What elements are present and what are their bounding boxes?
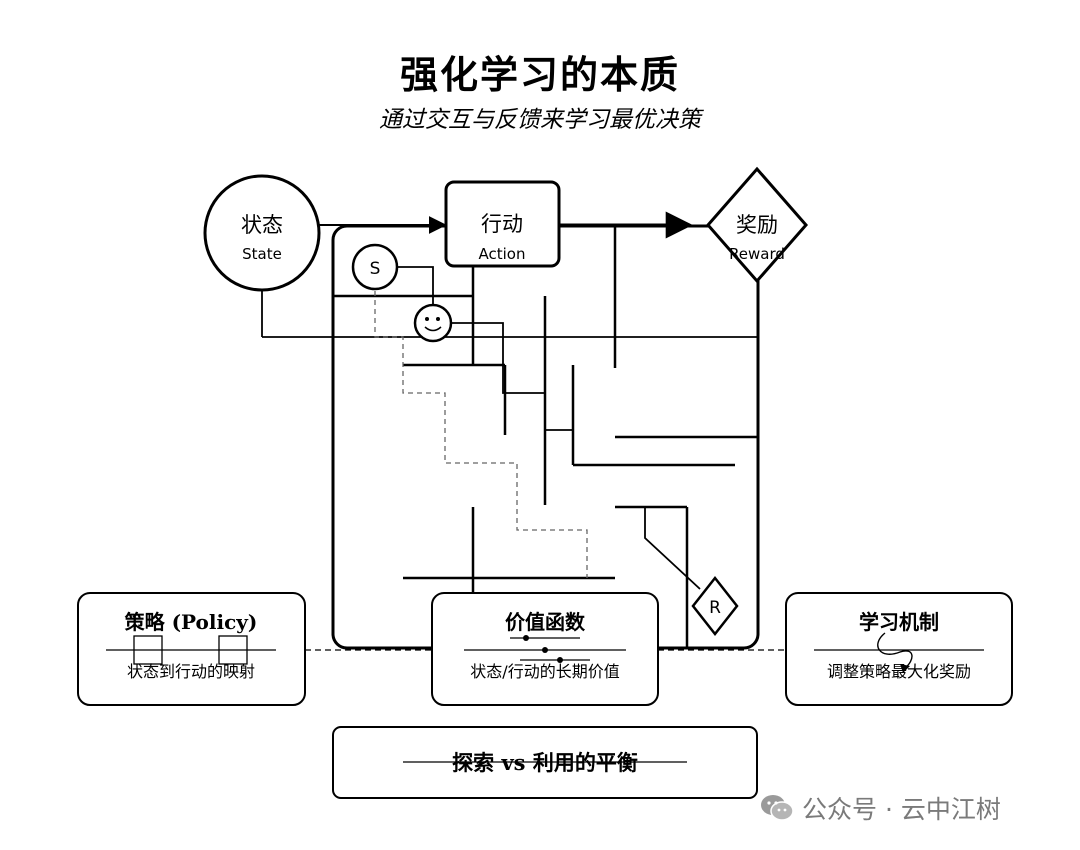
action-label-zh: 行动 <box>481 212 523 236</box>
learning-card-title: 学习机制 <box>859 610 939 634</box>
page-subtitle: 通过交互与反馈来学习最优决策 <box>379 107 701 133</box>
policy-mapping-box-left <box>133 635 163 665</box>
state-label-en: State <box>242 245 282 263</box>
value-timeline-dot-3 <box>557 657 563 663</box>
learning-card-desc: 调整策略最大化奖励 <box>827 662 971 681</box>
policy-card <box>77 592 306 706</box>
state-node <box>203 174 321 292</box>
maze-goal-marker <box>691 575 739 637</box>
action-label-en: Action <box>479 245 526 263</box>
value-timeline-dot-1 <box>523 635 529 641</box>
agent-path <box>261 266 758 590</box>
maze-goal-label: R <box>709 598 721 618</box>
reward-label-en: Reward <box>729 245 785 263</box>
exploration-path <box>374 282 588 578</box>
policy-mapping-box-right <box>218 635 248 665</box>
learning-curve-icon <box>877 632 913 669</box>
learning-card <box>785 592 1013 706</box>
policy-card-title: 策略 (Policy) <box>125 610 258 634</box>
reward-label-zh: 奖励 <box>736 213 778 237</box>
value-card-desc: 状态/行动的长期价值 <box>470 662 619 681</box>
policy-card-desc: 状态到行动的映射 <box>127 662 255 681</box>
value-timeline-dot-2 <box>542 647 548 653</box>
wechat-icon <box>761 795 794 821</box>
agent-face-icon <box>413 303 453 343</box>
maze-start-label: S <box>370 259 381 279</box>
maze-start-marker <box>351 243 399 291</box>
state-label-zh: 状态 <box>241 213 283 237</box>
watermark: 公众号 · 云中江树 <box>760 788 1060 828</box>
watermark-text: 公众号 · 云中江树 <box>802 795 1001 824</box>
value-card-title: 价值函数 <box>505 610 586 634</box>
reward-node <box>706 166 808 284</box>
learning-curve-arrowhead <box>900 664 910 673</box>
page-title: 强化学习的本质 <box>399 52 680 97</box>
